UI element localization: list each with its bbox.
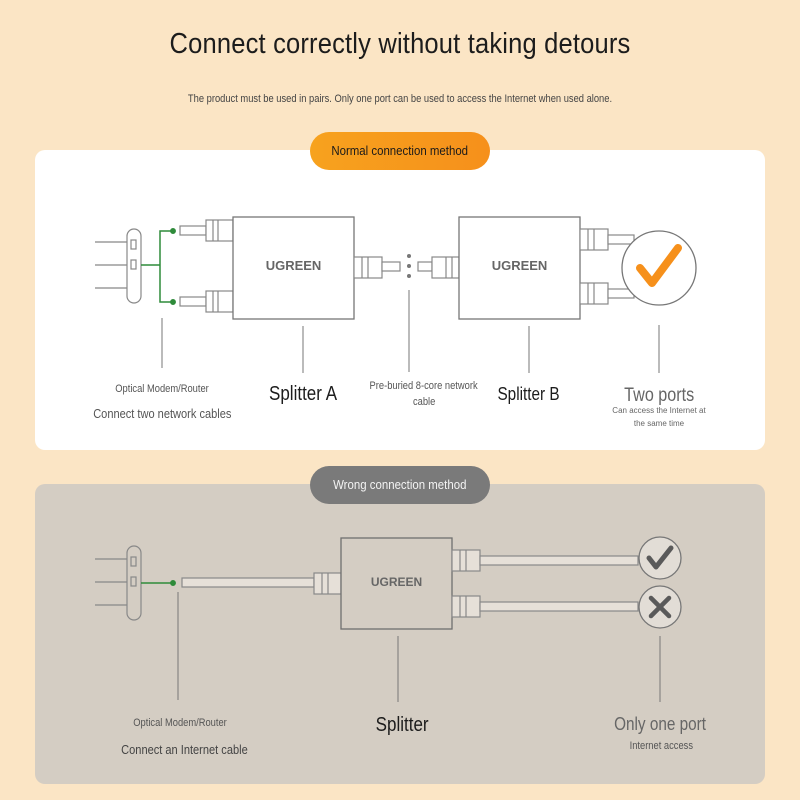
splitter-b-brand: UGREEN [491, 258, 548, 273]
splitter-b-input [417, 256, 460, 279]
modem-label-wrong: Optical Modem/Router [133, 717, 227, 729]
splitter-a-output [353, 256, 401, 279]
leader-lines-normal [161, 290, 660, 373]
leader-lines-wrong [177, 592, 661, 702]
wall-socket-normal [95, 228, 142, 304]
single-cable [181, 572, 342, 595]
splitter-a-label: Splitter A [268, 383, 338, 405]
two-ports-label: Two ports [623, 385, 695, 406]
one-port-sub: Internet access [629, 740, 693, 752]
one-port-label: Only one port [614, 714, 706, 734]
splitter-b-label: Splitter B [497, 384, 561, 404]
cross-icon [638, 585, 682, 629]
wrong-connection-pill: Wrong connection method [310, 466, 490, 504]
wrong-connection-panel [35, 484, 765, 784]
green-wire-wrong [141, 580, 176, 586]
modem-label-normal: Optical Modem/Router [115, 383, 209, 395]
splitter-a-brand: UGREEN [265, 258, 322, 273]
splitter-brand: UGREEN [370, 575, 423, 589]
cable-label-line-1: Pre-buried 8-core network [369, 380, 479, 392]
splitter-outputs [451, 549, 639, 618]
two-ports-sub-2: the same time [633, 419, 685, 428]
cable-label-line-2: cable [412, 396, 436, 408]
splitter-box [340, 537, 453, 630]
splitter-a-box [232, 216, 355, 320]
splitter-label: Splitter [375, 714, 429, 736]
page-title: Connect correctly without taking detours [169, 28, 631, 60]
splitter-b-box [458, 216, 581, 320]
green-wire-normal [141, 228, 176, 305]
modem-sub-normal: Connect two network cables [92, 406, 232, 421]
cable-dots [407, 254, 411, 278]
page-subtitle: The product must be used in pairs. Only … [187, 93, 613, 105]
check-icon [621, 230, 697, 306]
normal-connection-pill: Normal connection method [310, 132, 490, 170]
splitter-a-plugs [179, 219, 234, 313]
check-icon [638, 536, 682, 580]
wall-socket-wrong [95, 545, 142, 621]
modem-sub-wrong: Connect an Internet cable [120, 742, 248, 757]
two-ports-sub-1: Can access the Internet at [612, 406, 706, 415]
splitter-b-outputs [579, 228, 635, 305]
